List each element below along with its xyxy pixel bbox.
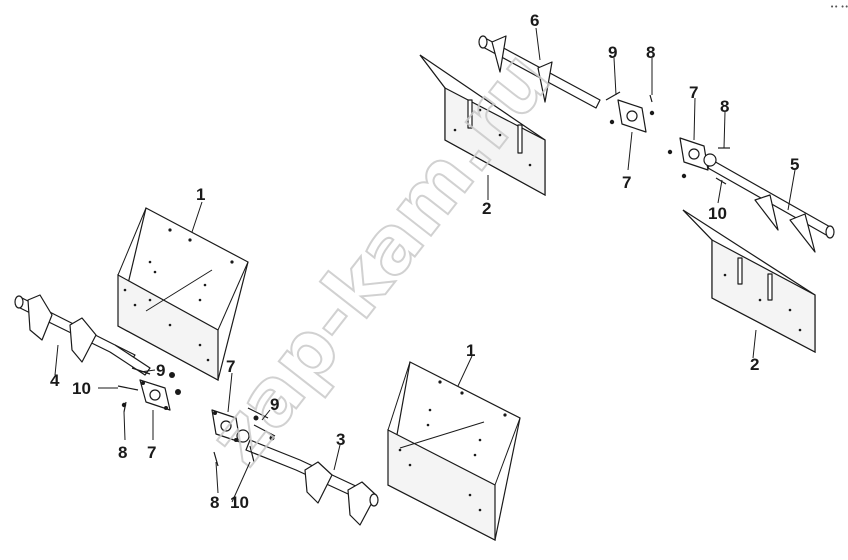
callout-6: 6	[530, 11, 539, 30]
callout-7-c: 7	[622, 173, 631, 192]
callout-2-top: 2	[482, 199, 491, 218]
flange-plate-top	[605, 91, 655, 133]
bolts-left	[117, 367, 181, 413]
callout-5: 5	[790, 155, 799, 174]
bracket-tube-left	[14, 294, 151, 376]
flange-plate-center	[211, 409, 250, 443]
callout-8-a: 8	[118, 443, 127, 462]
bracket-tube-right	[707, 159, 835, 253]
callout-9-a: 9	[156, 361, 165, 380]
mud-flap-panel-center	[387, 361, 521, 541]
bracket-tube-center	[245, 439, 379, 526]
flange-plate-left	[139, 379, 171, 411]
leader-lines	[54, 27, 796, 503]
callout-10-b: 10	[230, 493, 249, 512]
callout-8-c: 8	[646, 43, 655, 62]
callout-9-b: 9	[270, 395, 279, 414]
bracket-tube-top	[478, 35, 601, 109]
callout-10-c: 10	[708, 204, 727, 223]
callout-7-b: 7	[226, 357, 235, 376]
callout-3: 3	[336, 430, 345, 449]
mud-flap-panel-top	[419, 54, 546, 197]
flange-plate-right	[667, 137, 730, 185]
callout-8-d: 8	[720, 97, 729, 116]
callout-7-a: 7	[147, 443, 156, 462]
callout-10-a: 10	[72, 379, 91, 398]
callout-2-right: 2	[750, 355, 759, 374]
bolts-center	[213, 407, 276, 467]
callout-7-d: 7	[689, 83, 698, 102]
mud-flap-panel-right	[682, 209, 816, 353]
callout-4: 4	[50, 371, 60, 390]
callout-8-b: 8	[210, 493, 219, 512]
corner-mark: •• •••	[830, 3, 848, 11]
callout-1-right: 1	[466, 341, 475, 360]
callout-9-c: 9	[608, 43, 617, 62]
mud-flap-panel-left	[117, 207, 249, 382]
callout-1-left: 1	[196, 185, 205, 204]
